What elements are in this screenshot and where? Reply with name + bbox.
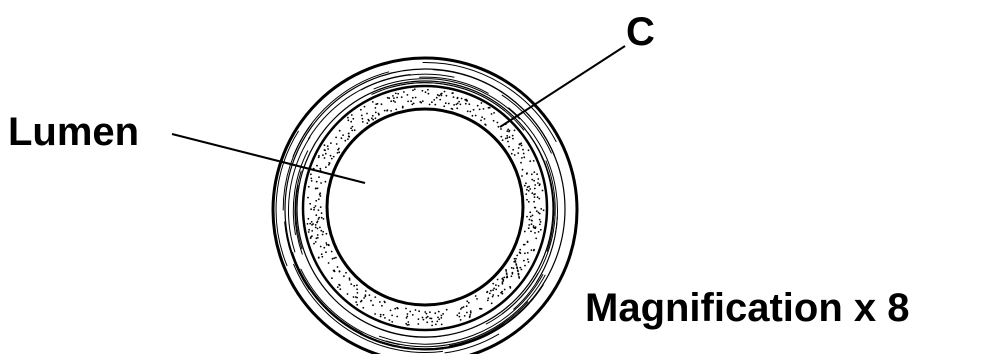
label-lumen: Lumen (8, 112, 139, 152)
magnification-label: Magnification x 8 (585, 288, 910, 328)
label-c: C (626, 12, 655, 52)
lumen-boundary (327, 109, 523, 305)
c-leader-line (500, 46, 625, 127)
